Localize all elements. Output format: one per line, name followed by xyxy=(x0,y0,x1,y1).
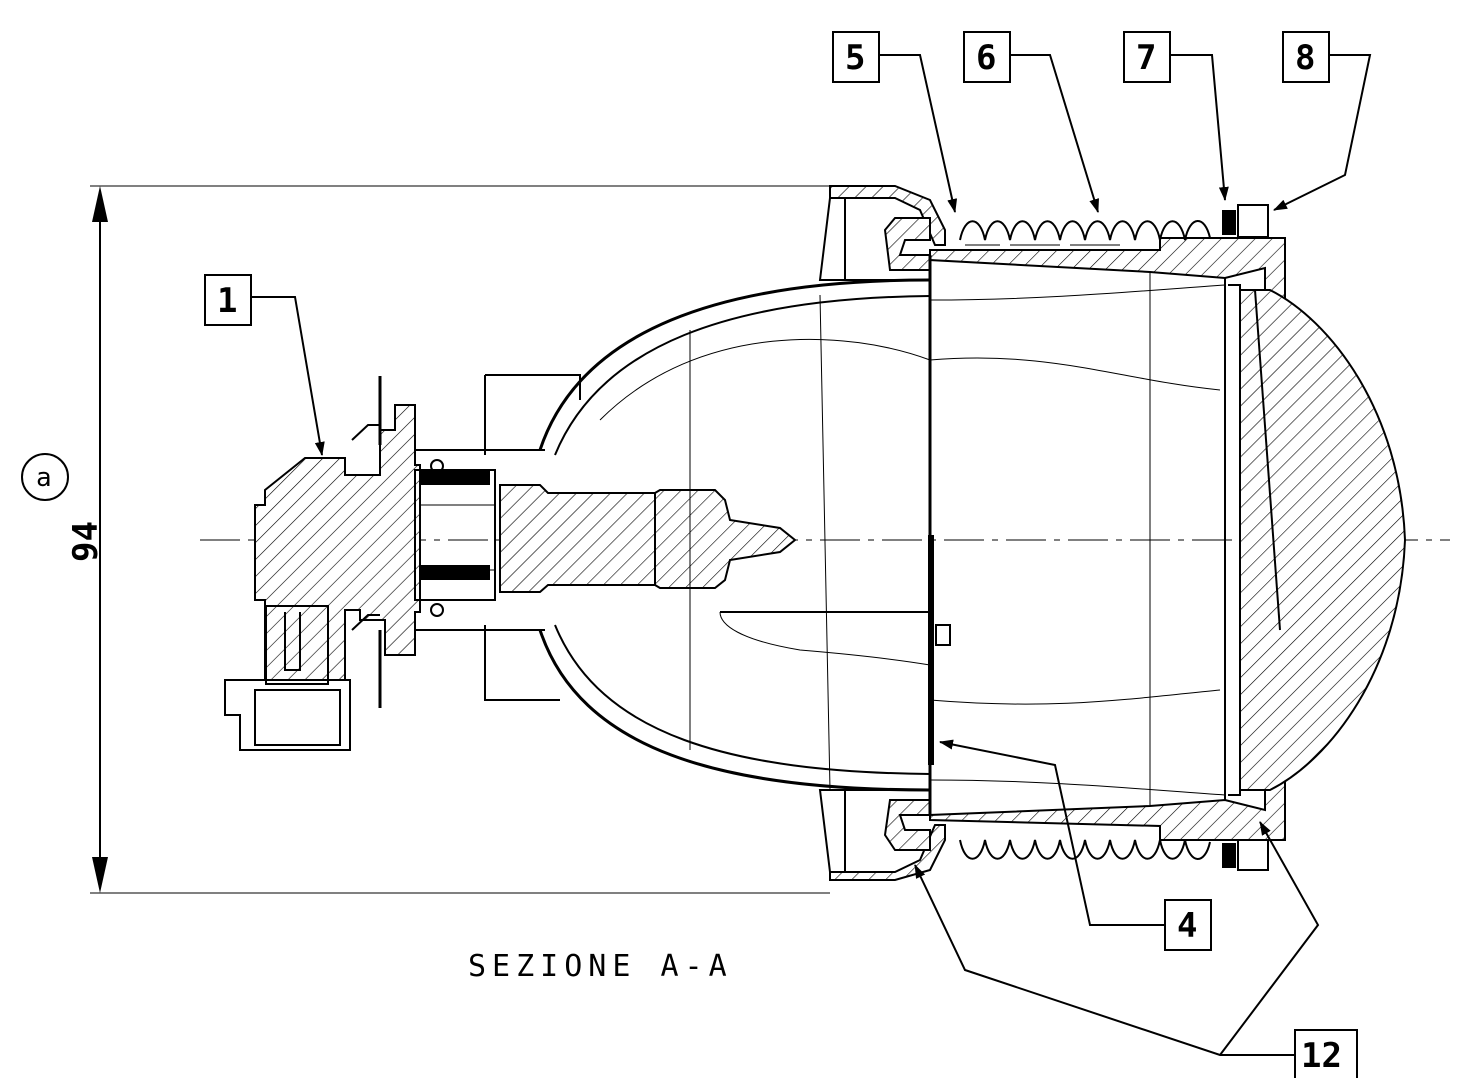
callout-7-label: 7 xyxy=(1136,38,1156,78)
callout-4-label: 4 xyxy=(1177,906,1197,946)
bulb xyxy=(499,484,797,593)
callout-5-label: 5 xyxy=(845,38,865,78)
spring-top xyxy=(959,220,1211,246)
connector-body xyxy=(224,376,421,751)
housing xyxy=(928,237,1286,841)
callout-6: 6 xyxy=(963,31,1099,213)
lens xyxy=(1228,284,1407,796)
callout-4: 4 xyxy=(939,739,1212,951)
retaining-ring-top xyxy=(1237,204,1269,238)
callout-8: 8 xyxy=(1273,31,1372,211)
circle-marker xyxy=(21,453,69,501)
callout-1-label: 1 xyxy=(217,281,237,321)
circle-marker-label: a xyxy=(36,463,52,493)
mount-flange-bottom xyxy=(818,789,946,881)
shutter-plate xyxy=(928,535,934,765)
callout-7: 7 xyxy=(1123,31,1229,201)
dimension-value: 94 xyxy=(66,521,106,562)
bulb-socket xyxy=(414,374,581,701)
mount-flange-top xyxy=(818,185,946,281)
reflector xyxy=(538,278,1221,792)
retaining-ring-bottom xyxy=(1237,839,1269,871)
callout-12-label: 12 xyxy=(1301,1036,1342,1076)
callout-5: 5 xyxy=(832,31,958,213)
callout-12: 12 xyxy=(914,821,1358,1078)
spring-bottom xyxy=(959,839,1211,860)
dimension-94: 94 a xyxy=(21,185,830,894)
callout-1: 1 xyxy=(204,274,325,456)
section-title: SEZIONE A-A xyxy=(468,949,733,984)
callout-8-label: 8 xyxy=(1295,38,1315,78)
callout-6-label: 6 xyxy=(976,38,996,78)
